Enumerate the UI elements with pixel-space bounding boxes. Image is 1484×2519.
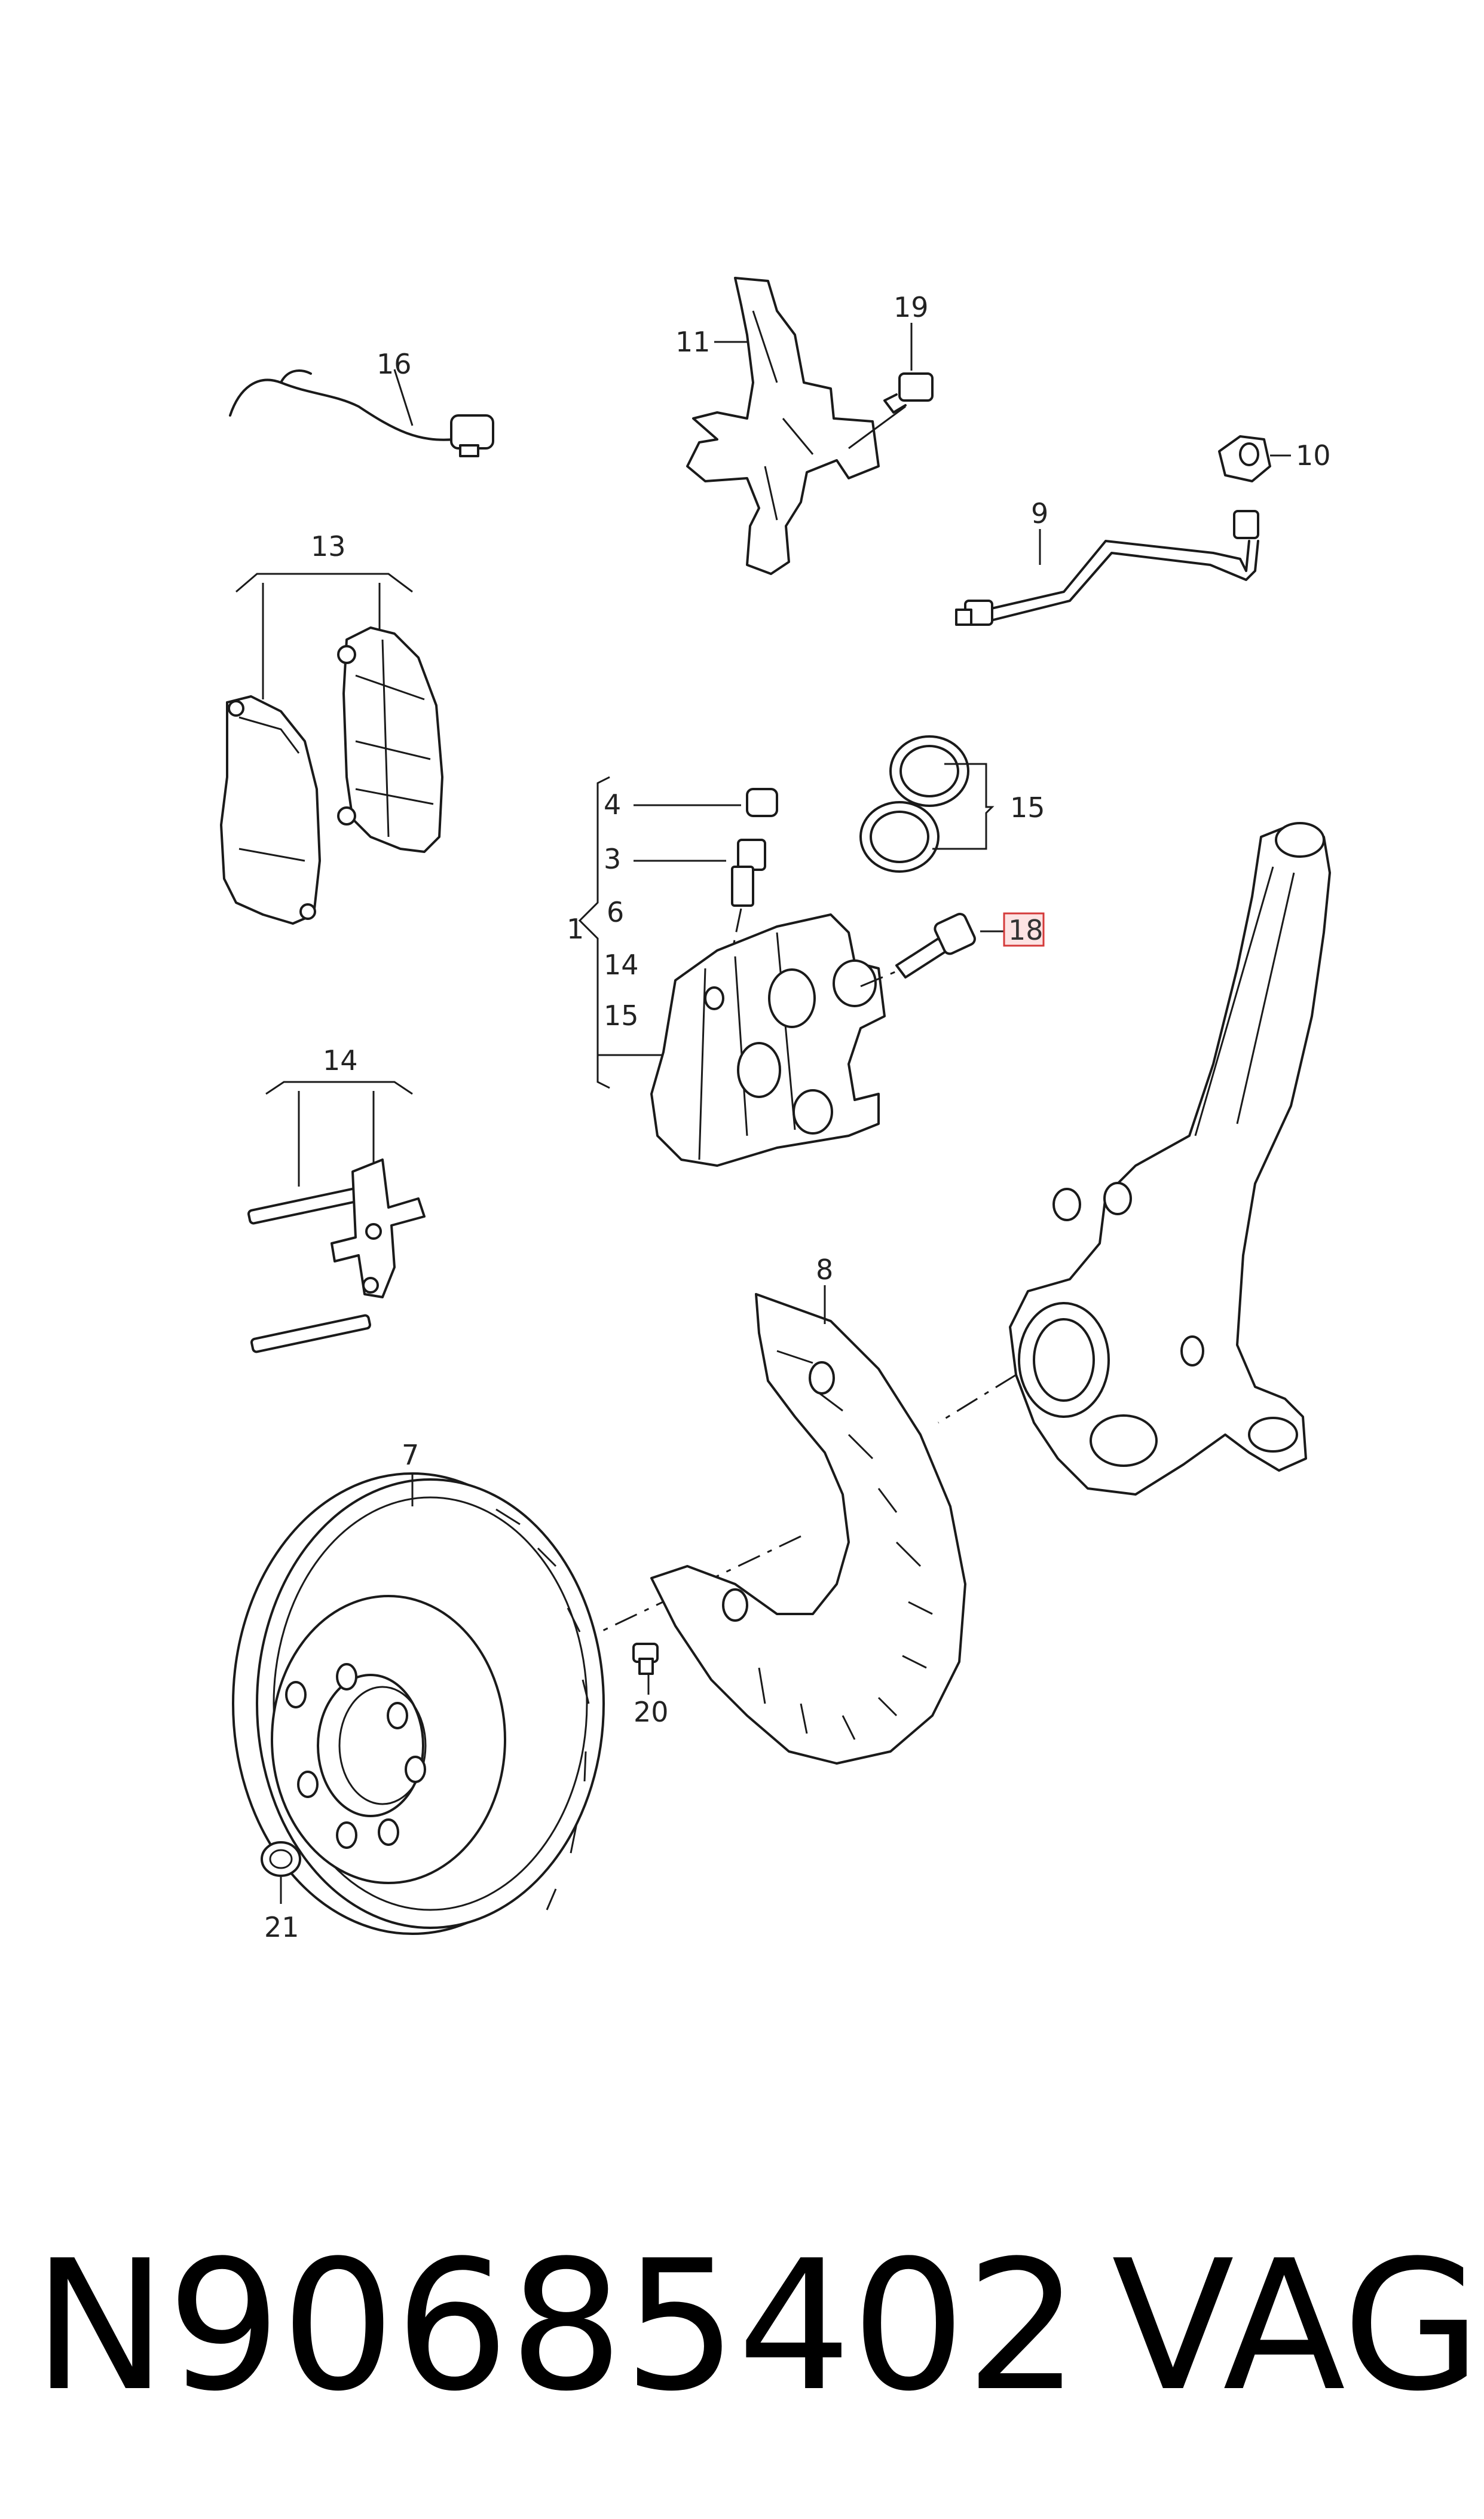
label-4: 4 — [604, 788, 621, 821]
label-7: 7 — [402, 1439, 419, 1471]
label-16: 16 — [377, 348, 412, 380]
label-21: 21 — [264, 1911, 299, 1943]
label-19: 19 — [894, 291, 929, 323]
part-1-caliper-bracket — [578, 776, 741, 1089]
label-18-highlight — [1003, 912, 1045, 947]
label-1: 1 — [567, 913, 584, 945]
label-9: 9 — [1031, 497, 1048, 530]
axis-line-knuckle — [938, 1374, 1017, 1424]
part-7-brake-disc — [232, 1472, 605, 1935]
part-20-bolt — [632, 1643, 659, 1695]
part-19-bolt — [848, 323, 934, 450]
part-9-brake-line — [955, 510, 1259, 626]
brand-caption: VAG — [1112, 2222, 1481, 2431]
label-20: 20 — [634, 1696, 669, 1728]
label-18: 18 — [1008, 914, 1044, 946]
label-10: 10 — [1296, 439, 1331, 472]
part-18-bolt — [860, 912, 1004, 988]
label-3: 3 — [604, 843, 621, 875]
callout-labels: 1 3 4 6 14 15 15 7 8 9 10 11 13 14 16 18… — [264, 291, 1331, 1943]
label-13: 13 — [311, 530, 346, 563]
label-14-group: 14 — [323, 1044, 358, 1077]
label-14-left: 14 — [604, 949, 639, 981]
part-number-caption: N90685402 — [33, 2222, 1079, 2431]
knuckle — [1009, 822, 1331, 1496]
part-4-bleed-cap — [746, 788, 778, 817]
part-11-bracket — [686, 277, 880, 575]
part-15-seals — [859, 735, 995, 873]
label-15-left: 15 — [604, 999, 639, 1032]
part-10-clip — [1218, 435, 1291, 482]
part-8-splash-shield — [650, 1285, 966, 1765]
part-13-brake-pads — [220, 573, 443, 925]
part-14-guide-pins — [247, 1081, 426, 1353]
label-6: 6 — [607, 896, 624, 928]
label-15-group: 15 — [1010, 791, 1045, 824]
part-3-bleed-screw — [725, 839, 766, 981]
part-1-caliper — [650, 913, 886, 1167]
part-21-plug — [261, 1841, 301, 1904]
label-8: 8 — [816, 1254, 833, 1286]
part-16-wear-sensor — [229, 369, 494, 457]
label-11: 11 — [675, 326, 711, 358]
